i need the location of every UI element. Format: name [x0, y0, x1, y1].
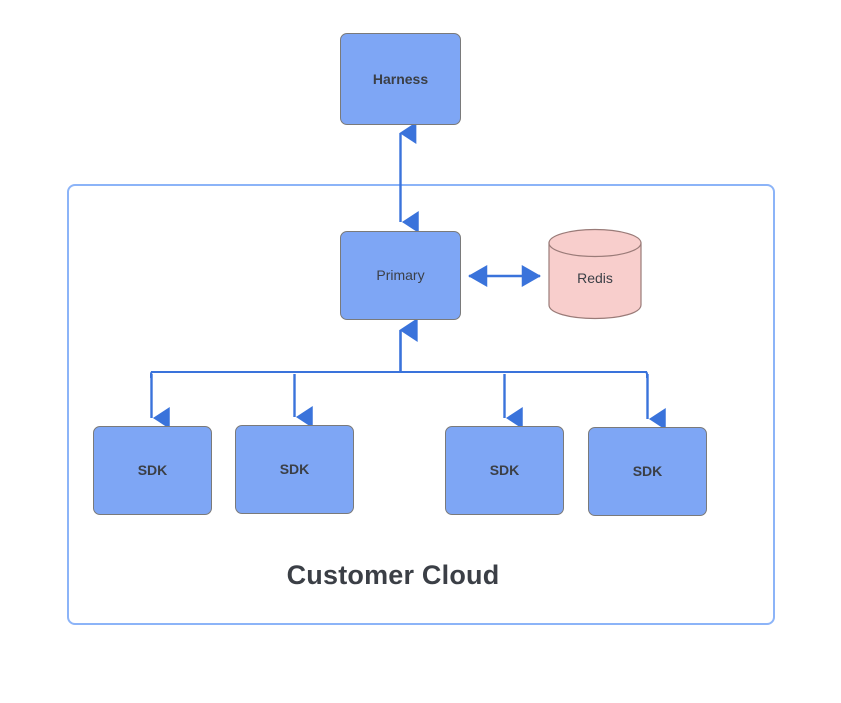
- node-primary[interactable]: Primary: [340, 231, 461, 320]
- node-redis-datastore[interactable]: Redis: [548, 228, 642, 320]
- node-harness[interactable]: Harness: [340, 33, 461, 125]
- customer-cloud-title: Customer Cloud: [286, 560, 500, 590]
- node-redis-label: Redis: [577, 270, 613, 286]
- node-sdk-1-label: SDK: [137, 462, 168, 479]
- node-sdk-4[interactable]: SDK: [588, 427, 707, 516]
- node-harness-label: Harness: [372, 70, 429, 87]
- node-sdk-4-label: SDK: [632, 463, 663, 480]
- node-sdk-1[interactable]: SDK: [93, 426, 212, 515]
- node-sdk-2[interactable]: SDK: [235, 425, 354, 514]
- cylinder-icon: [548, 228, 642, 320]
- node-sdk-2-label: SDK: [279, 461, 310, 478]
- node-sdk-3[interactable]: SDK: [445, 426, 564, 515]
- node-sdk-3-label: SDK: [489, 462, 520, 479]
- customer-cloud-boundary: [67, 184, 775, 625]
- node-primary-label: Primary: [376, 267, 425, 284]
